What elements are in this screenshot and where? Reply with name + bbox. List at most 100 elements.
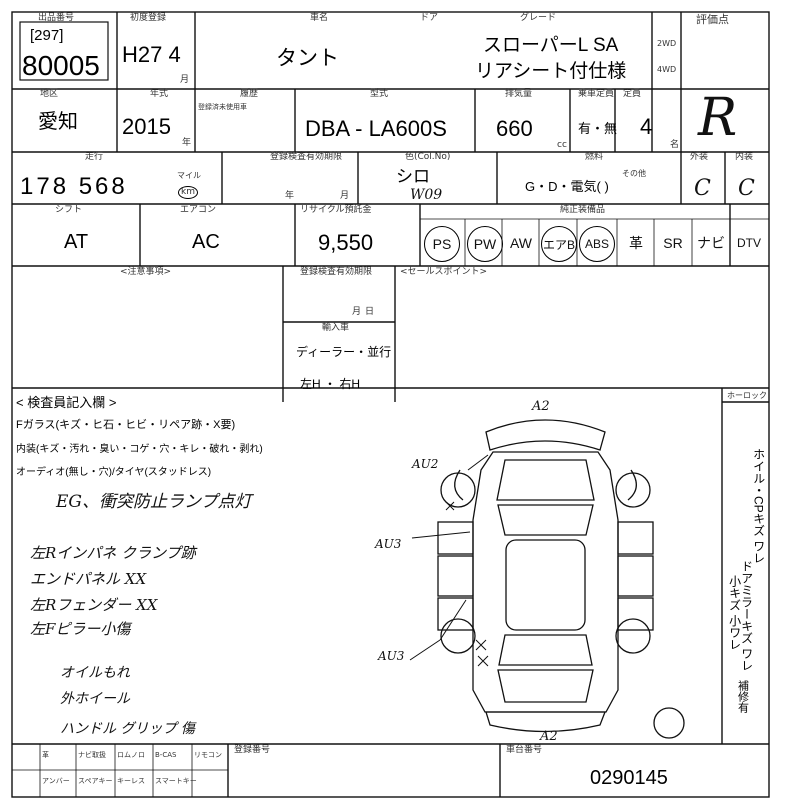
model-value: DBA - LA600S xyxy=(305,116,447,141)
inspection-label: 登録検査有効期限 xyxy=(270,152,343,162)
diagram-mark-au2: AU2 xyxy=(412,457,439,471)
equipment-8: DTV xyxy=(737,236,761,250)
first-reg-value: H27 4 xyxy=(122,42,181,67)
caution-label: <注意事項> xyxy=(120,267,172,277)
ext-value: C xyxy=(694,176,711,201)
lot-bracket: [297] xyxy=(30,27,64,44)
right-col-4: 補修有 xyxy=(736,680,749,713)
displacement-value: 660 xyxy=(496,116,533,141)
lot-label: 出品番号 xyxy=(38,13,75,23)
history-note: 登録済未使用車 xyxy=(198,103,247,111)
region-label: 地区 xyxy=(40,89,59,99)
equipment-7: ナビ xyxy=(697,235,725,251)
passengers-value: 4 xyxy=(640,114,653,139)
color-code: W09 xyxy=(410,187,443,203)
fuel-label: 燃料 xyxy=(585,152,604,162)
year-unit: 年 xyxy=(182,138,192,148)
aircon-label: エアコン xyxy=(180,205,217,215)
mileage-label: 走行 xyxy=(85,152,104,162)
ari-nashi: 有・無 xyxy=(578,121,618,136)
recycle-value: 9,550 xyxy=(318,230,374,255)
equipment-3: エアB xyxy=(541,226,577,262)
int-value: C xyxy=(738,176,755,201)
diagram-mark-a2-bottom: A2 xyxy=(540,729,558,744)
handwritten-note-2: エンドパネル XX xyxy=(30,570,147,588)
shift-label: シフト xyxy=(55,205,83,215)
right-col-1: ホイル・CPキズ ワレ xyxy=(751,448,766,565)
grade-line2: リアシート付仕様 xyxy=(475,61,627,82)
door-4wd: 4WD xyxy=(657,65,677,74)
insp-year-unit: 年 xyxy=(285,191,295,201)
year-label: 年式 xyxy=(150,89,169,99)
hand-line: 左H ・ 右H xyxy=(300,377,361,391)
insp-month-unit: 月 xyxy=(340,191,350,201)
equipment-0: PS xyxy=(424,226,460,262)
car-name-label: 車名 xyxy=(310,13,329,23)
ext-label: 外装 xyxy=(690,152,709,162)
chassis-label: 車台番号 xyxy=(506,745,543,755)
sales-point-label: <セールスポイント> xyxy=(400,267,488,277)
inspector-label: < 検査員記入欄 > xyxy=(16,395,117,410)
diagram-mark-au3-1: AU3 xyxy=(375,537,402,551)
handwritten-note-7: ハンドル グリップ 傷 xyxy=(60,721,195,737)
import-label: 輸入車 xyxy=(322,323,350,333)
bottom-item-7: キーレス xyxy=(117,777,145,785)
fuel-value: G・D・電気( ) xyxy=(525,179,609,194)
int-label: 内装 xyxy=(735,152,754,162)
km-unit: km xyxy=(178,186,198,199)
aircon-value: AC xyxy=(192,231,220,253)
sunroof-label: ホーロック xyxy=(727,391,767,400)
right-col-3: 小キズ 小ワレ xyxy=(727,575,742,651)
handwritten-note-6: 外ホイール xyxy=(60,691,130,707)
capacity-label: 定員 xyxy=(623,89,642,99)
handwritten-note-3: 左Rフェンダー XX xyxy=(30,596,158,614)
lot-number: 80005 xyxy=(22,50,100,81)
audio-line: オーディオ(無し・穴)/タイヤ(スタッドレス) xyxy=(16,467,212,478)
chassis-value: 0290145 xyxy=(590,767,668,789)
first-reg-month-unit: 月 xyxy=(180,75,190,85)
diagram-mark-a2-top: A2 xyxy=(532,399,550,414)
fuel-other: その他 xyxy=(622,169,646,178)
region-value: 愛知 xyxy=(38,111,78,133)
history-label: 履歴 xyxy=(240,89,259,99)
color-name: シロ xyxy=(396,167,430,186)
equipment-6: SR xyxy=(663,235,683,251)
dealer-line: ディーラー・並行 xyxy=(296,345,392,359)
right-col-2: ドアミラーキズ ワレ xyxy=(739,560,754,672)
passengers-label: 乗車定員 xyxy=(578,89,615,99)
reg-no-label: 登録番号 xyxy=(234,745,271,755)
insp-expiry-label2: 登録検査有効期限 xyxy=(300,267,373,277)
mile-unit: マイル xyxy=(177,171,201,180)
bottom-item-0: 革 xyxy=(42,751,49,759)
handwritten-note-0: EG、衝突防止ランプ点灯 xyxy=(56,492,252,512)
bottom-item-2: ロムノロ xyxy=(117,751,145,759)
recycle-label: リサイクル預託金 xyxy=(300,205,372,215)
bottom-item-6: スペアキー xyxy=(78,777,113,785)
year-value: 2015 xyxy=(122,114,171,139)
displacement-label: 排気量 xyxy=(505,89,533,99)
diagram-mark-au3-2: AU3 xyxy=(378,649,405,663)
handwritten-note-4: 左Fピラー小傷 xyxy=(30,620,131,638)
equipment-2: AW xyxy=(509,235,533,251)
bottom-item-8: スマートキー xyxy=(155,777,197,785)
cc-unit: cc xyxy=(557,140,567,150)
car-name-value: タント xyxy=(276,47,339,70)
first-reg-label: 初度登録 xyxy=(130,13,167,23)
interior-line: 内装(キズ・汚れ・臭い・コゲ・穴・キレ・破れ・剥れ) xyxy=(16,444,263,455)
notes-month: 月 xyxy=(352,307,362,317)
equipment-5: 革 xyxy=(629,235,643,251)
mileage-value: 178 568 xyxy=(20,173,128,200)
shift-value: AT xyxy=(64,231,89,253)
handwritten-note-1: 左Rインパネ クランプ跡 xyxy=(30,544,196,562)
eval-score: R xyxy=(698,88,738,148)
model-label: 型式 xyxy=(370,89,389,99)
color-label: 色(Col.No) xyxy=(405,152,451,162)
capacity-suffix: 名 xyxy=(670,140,680,150)
bottom-item-5: アンバー xyxy=(42,777,70,785)
equipment-1: PW xyxy=(467,226,503,262)
door-2wd: 2WD xyxy=(657,39,677,48)
grade-label: グレード xyxy=(520,13,557,23)
